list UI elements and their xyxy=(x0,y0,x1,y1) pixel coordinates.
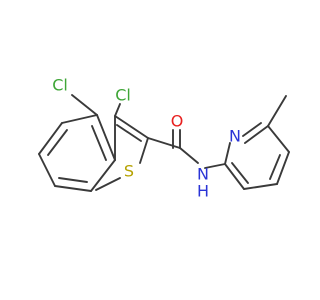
bond xyxy=(47,129,68,156)
bond xyxy=(269,154,281,180)
molecule-diagram: Cl Cl S O N H N xyxy=(38,76,290,201)
pyridine-nitrogen-label: N xyxy=(229,127,241,146)
bond xyxy=(139,137,149,164)
chlorine-label: Cl xyxy=(115,86,131,105)
bond xyxy=(38,122,63,155)
bond xyxy=(96,114,116,161)
bond xyxy=(243,183,278,190)
amide-hydrogen-label: H xyxy=(197,182,209,201)
bond xyxy=(95,177,121,191)
bond xyxy=(114,103,121,117)
bond xyxy=(231,162,249,184)
bond xyxy=(58,177,88,183)
bond xyxy=(38,153,56,187)
oxygen-label: O xyxy=(171,112,184,131)
bond xyxy=(147,137,181,149)
amide-nitrogen-label: N xyxy=(197,165,209,184)
chlorine-label: Cl xyxy=(52,76,68,95)
sulfur-label: S xyxy=(124,162,134,181)
bond xyxy=(244,125,269,144)
bond xyxy=(267,125,290,153)
bond xyxy=(116,124,142,142)
bond xyxy=(54,185,92,192)
molecule-structure: Cl Cl S O N H N xyxy=(38,76,290,201)
atom-labels: Cl Cl S O N H N xyxy=(52,76,241,201)
bond xyxy=(114,115,149,139)
bond xyxy=(71,94,98,116)
bond xyxy=(242,122,262,137)
bond xyxy=(179,147,199,164)
bonds xyxy=(38,94,290,192)
bond xyxy=(91,125,107,161)
bond xyxy=(90,159,116,192)
bond xyxy=(276,151,290,185)
bond xyxy=(204,163,226,169)
bond xyxy=(267,95,287,127)
bond xyxy=(224,142,231,165)
bond xyxy=(61,114,98,124)
bond xyxy=(224,163,245,190)
